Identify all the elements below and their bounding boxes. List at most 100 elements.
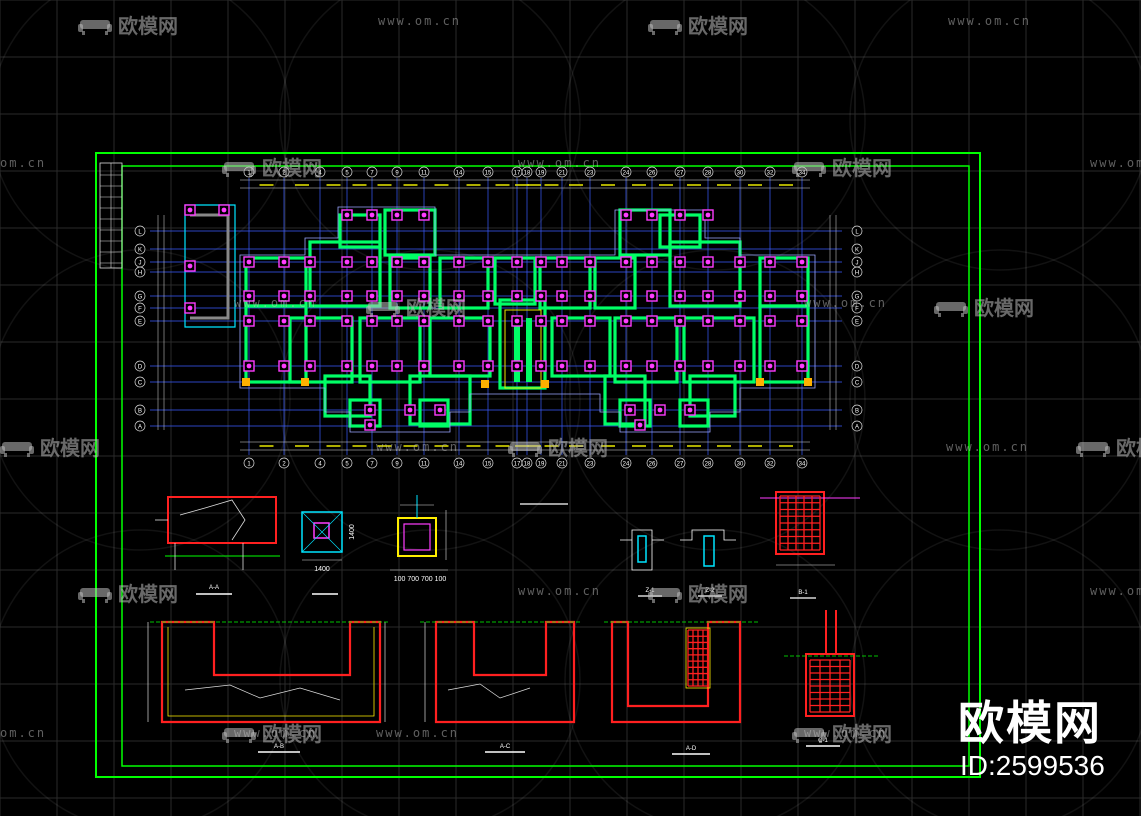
axis-bubble-right: H — [851, 266, 863, 278]
brand-watermark-tile: 欧模网 — [648, 10, 748, 39]
axis-number: 28 — [705, 171, 712, 177]
url-watermark-tile: www.om.cn — [234, 726, 318, 740]
brand-watermark-text: 欧模网 — [548, 436, 608, 460]
axis-bubble-top: 28 — [702, 166, 714, 178]
axis-letter: K — [138, 248, 142, 254]
axis-bubble-left: G — [134, 290, 146, 302]
section-label-b1: B-1 — [798, 590, 808, 596]
axis-letter: D — [138, 365, 143, 371]
url-watermark-tile: www.om.cn — [948, 14, 1032, 28]
brand-watermark-tile: 欧模网 — [508, 432, 608, 461]
axis-number: 27 — [677, 462, 684, 468]
brand-watermark-text: 欧模网 — [832, 156, 892, 180]
detail-wall-section-ab: A-B — [147, 620, 390, 753]
url-watermark-tile: www.om.cn — [376, 726, 460, 740]
axis-bubble-bottom: 30 — [734, 457, 746, 469]
url-watermark-tile: www.om.cn — [518, 156, 602, 170]
brand-watermark-text: 欧模网 — [262, 722, 322, 746]
axis-bubble-left: A — [134, 420, 146, 432]
axis-bubble-top: 4 — [314, 166, 326, 178]
axis-number: 9 — [395, 462, 399, 468]
axis-number: 21 — [559, 171, 566, 177]
axis-bubble-bottom: 21 — [556, 457, 568, 469]
axis-letter: B — [138, 409, 142, 415]
axis-bubble-top: 11 — [418, 166, 430, 178]
axis-number: 32 — [767, 171, 774, 177]
axis-bubble-top: 26 — [646, 166, 658, 178]
section-label-ab: A-B — [274, 744, 284, 750]
axis-bubble-bottom: 34 — [796, 457, 808, 469]
detail-foundation-a: A-A — [155, 496, 280, 595]
section-label-c1: C-1 — [818, 738, 828, 744]
axis-number: 7 — [370, 462, 374, 468]
brand-watermark-text: 欧模网 — [688, 582, 748, 606]
axis-letter: H — [138, 271, 142, 277]
brand-watermark-tile: 欧模网 — [792, 152, 892, 181]
detail-beam-rebar-top: B-1 — [760, 491, 860, 599]
axis-number: 27 — [677, 171, 684, 177]
section-label-z2: Z-2 — [706, 588, 716, 594]
axis-number: 26 — [649, 462, 656, 468]
axis-bubble-top: 7 — [366, 166, 378, 178]
dim-700-row: 100 700 700 100 — [394, 576, 447, 583]
brand-watermark-text: 欧模网 — [406, 296, 466, 320]
axis-bubble-left: D — [134, 360, 146, 372]
section-label-aa: A-A — [209, 585, 219, 591]
axis-number: 23 — [587, 462, 594, 468]
brand-watermark-text: 欧模网 — [262, 156, 322, 180]
axis-bubble-left: C — [134, 376, 146, 388]
axis-bubble-right: A — [851, 420, 863, 432]
axis-number: 19 — [538, 462, 545, 468]
axis-letter: H — [855, 271, 859, 277]
detail-column-section: 100 700 700 100 — [390, 495, 568, 583]
axis-number: 30 — [737, 462, 744, 468]
plan-axis-bubbles: 1122445577991111141415151717181819192121… — [134, 166, 863, 469]
axis-letter: L — [138, 230, 142, 236]
axis-letter: G — [138, 295, 143, 301]
axis-bubble-right: K — [851, 243, 863, 255]
axis-letter: L — [855, 230, 859, 236]
axis-number: 34 — [799, 462, 806, 468]
detail-wall-section-ac: A-C — [420, 620, 580, 753]
axis-bubble-right: L — [851, 225, 863, 237]
brand-watermark-tile: 欧模网 — [934, 292, 1034, 321]
axis-bubble-bottom: 18 — [521, 457, 533, 469]
axis-letter: D — [855, 365, 860, 371]
axis-number: 17 — [514, 462, 521, 468]
axis-number: 7 — [370, 171, 374, 177]
axis-bubble-top: 15 — [482, 166, 494, 178]
axis-number: 17 — [514, 171, 521, 177]
brand-watermark-text: 欧模网 — [118, 582, 178, 606]
axis-bubble-left: J — [134, 256, 146, 268]
axis-bubble-bottom: 4 — [314, 457, 326, 469]
brand-watermark-text: 欧模网 — [832, 722, 892, 746]
axis-number: 26 — [649, 171, 656, 177]
axis-bubble-bottom: 14 — [453, 457, 465, 469]
axis-bubble-top: 18 — [521, 166, 533, 178]
axis-number: 15 — [485, 462, 492, 468]
detail-pile-cap: 1400 1400 — [301, 511, 356, 595]
brand-watermark-tile: 欧模网 — [648, 578, 748, 607]
axis-number: 4 — [318, 462, 322, 468]
axis-number: 19 — [538, 171, 545, 177]
url-watermark-tile: om.cn — [0, 726, 47, 740]
axis-number: 32 — [767, 462, 774, 468]
brand-watermark-tile: 欧模网 — [1076, 432, 1141, 461]
axis-number: 28 — [705, 462, 712, 468]
axis-letter: A — [855, 425, 859, 431]
axis-bubble-bottom: 19 — [535, 457, 547, 469]
url-watermark-tile: www.om.cn — [1090, 156, 1141, 170]
axis-bubble-bottom: 27 — [674, 457, 686, 469]
url-watermark-tile: www.om.cn — [804, 726, 888, 740]
axis-bubble-bottom: 2 — [278, 457, 290, 469]
axis-number: 23 — [587, 171, 594, 177]
axis-number: 5 — [345, 171, 349, 177]
axis-bubble-left: L — [134, 225, 146, 237]
axis-letter: C — [138, 381, 143, 387]
axis-bubble-left: E — [134, 315, 146, 327]
axis-number: 1 — [247, 462, 251, 468]
brand-watermark-text: 欧模网 — [118, 14, 178, 38]
brand-watermark-tile: 欧模网 — [78, 10, 178, 39]
axis-letter: J — [139, 261, 142, 267]
